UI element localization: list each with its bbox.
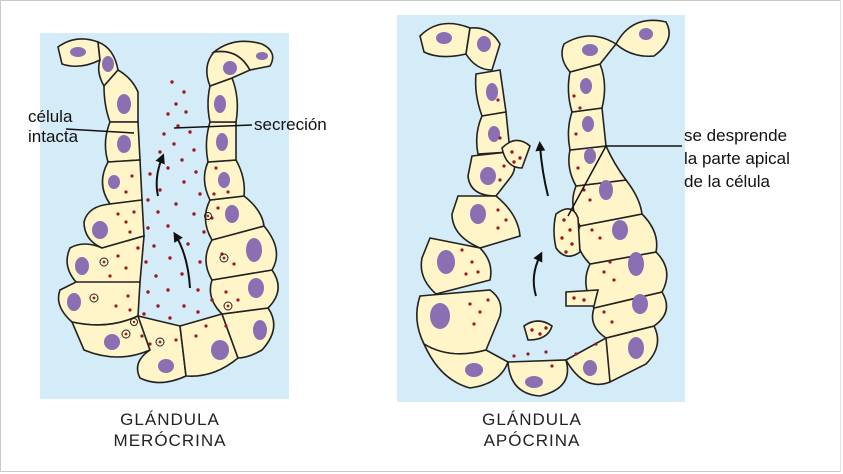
apical-label-line1: se desprende [684, 126, 787, 146]
intact-cell-label-line1: célula [28, 107, 72, 127]
detached-fragment [554, 209, 580, 256]
apical-label-line3: de la célula [684, 172, 770, 192]
apocrine-caption-line1: GLÁNDULA [432, 409, 632, 430]
detached-fragment [566, 290, 598, 306]
merocrine-caption-line1: GLÁNDULA [70, 409, 270, 430]
apocrine-caption-line2: APÓCRINA [432, 430, 632, 451]
intact-cell-label-line2: intacta [28, 127, 78, 147]
apical-label-line2: la parte apical [684, 149, 790, 169]
apocrine-caption: GLÁNDULA APÓCRINA [432, 409, 632, 451]
merocrine-caption-line2: MERÓCRINA [70, 430, 270, 451]
secretion-label: secreción [254, 115, 327, 135]
merocrine-caption: GLÁNDULA MERÓCRINA [70, 409, 270, 451]
